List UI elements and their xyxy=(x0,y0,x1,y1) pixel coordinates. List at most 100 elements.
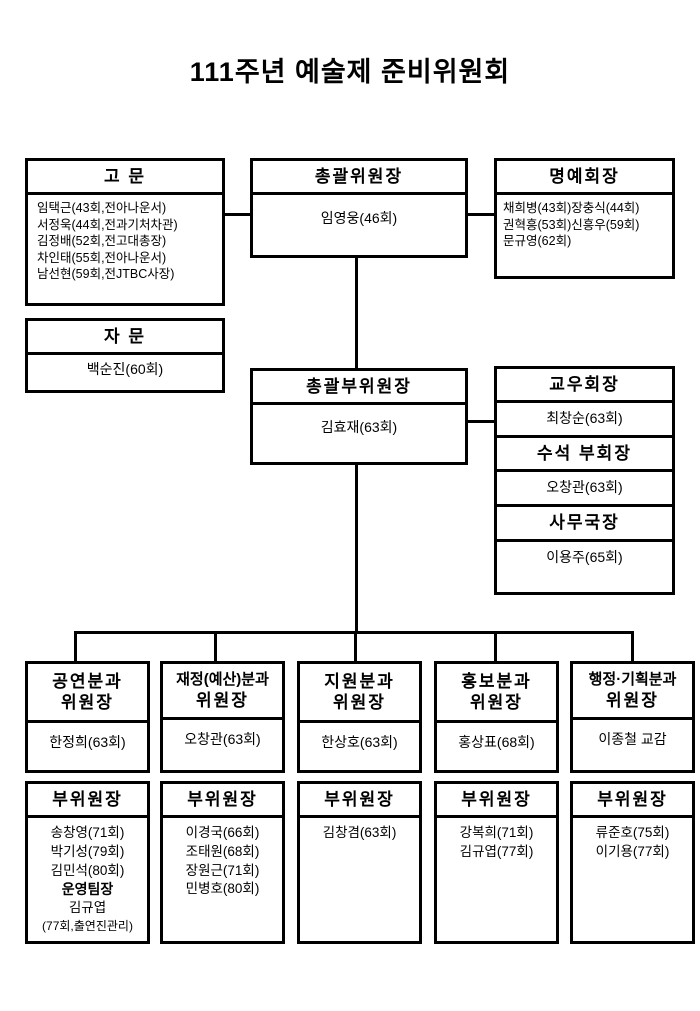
counsel-box: 자 문 백순진(60회) xyxy=(25,318,225,393)
division-chair-box-2: 재정(예산)분과 위원장 오창관(63회) xyxy=(160,661,285,773)
division-chair-name: 오창관(63회) xyxy=(184,731,261,747)
connector-chief-honorary xyxy=(468,213,494,216)
division-header-line2: 위원장 xyxy=(61,693,114,713)
division-vice-box-3: 부위원장 김창겸(63회) xyxy=(297,781,422,944)
division-drop-4 xyxy=(494,631,497,661)
division-header-4: 홍보분과 위원장 xyxy=(437,664,556,723)
division-extra-member: 김규엽 xyxy=(68,900,107,916)
division-header-3: 지원분과 위원장 xyxy=(300,664,419,723)
senior-vice-header: 수석 부회장 xyxy=(497,435,672,473)
connector-vicechief-bus-vertical xyxy=(355,465,358,633)
secretary-members: 이용주(65회) xyxy=(497,542,672,574)
division-vice-header-5: 부위원장 xyxy=(573,784,692,819)
division-header-1: 공연분과 위원장 xyxy=(28,664,147,723)
secretary-header: 사무국장 xyxy=(497,504,672,542)
division-drop-5 xyxy=(631,631,634,661)
division-header-2: 재정(예산)분과 위원장 xyxy=(163,664,282,720)
vicechief-member: 김효재(63회) xyxy=(320,419,398,436)
division-vice-member: 김규엽(77회) xyxy=(459,843,534,859)
division-vice-members-4: 강복희(71회) 김규엽(77회) xyxy=(437,818,556,866)
division-chair-name: 한상호(63회) xyxy=(321,733,398,750)
senior-vice-member: 오창관(63회) xyxy=(546,479,623,496)
division-header-line2: 위원장 xyxy=(606,690,659,710)
division-extra-member: (77회,출연진관리) xyxy=(42,919,133,934)
division-vice-box-1: 부위원장 송창영(71회) 박기성(79회) 김민석(80회) 운영팀장 김규엽… xyxy=(25,781,150,944)
chief-member: 임영웅(46회) xyxy=(320,210,398,227)
chief-header: 총괄위원장 xyxy=(253,161,465,196)
alumni-head-header: 교우회장 xyxy=(497,369,672,404)
division-vice-members-1: 송창영(71회) 박기성(79회) 김민석(80회) 운영팀장 김규엽 (77회… xyxy=(28,818,147,939)
connector-chief-vicechief xyxy=(355,258,358,368)
division-chair-5: 이종철 교감 xyxy=(573,720,692,754)
vicechief-box: 총괄부위원장 김효재(63회) xyxy=(250,368,468,465)
advisor-member: 임택근(43회,전아나운서) xyxy=(37,201,167,216)
division-header-line1: 홍보분과 xyxy=(461,672,532,691)
counsel-member: 백순진(60회) xyxy=(86,361,164,378)
advisor-member: 남선현(59회,전JTBC사장) xyxy=(37,267,175,282)
division-vice-member: 류준호(75회) xyxy=(595,825,670,841)
division-header-line1: 지원분과 xyxy=(324,672,395,691)
alumni-head-members: 최창순(63회) xyxy=(497,403,672,435)
right-column-box: 교우회장 최창순(63회) 수석 부회장 오창관(63회) 사무국장 이용주(6… xyxy=(494,366,675,595)
division-chair-3: 한상호(63회) xyxy=(300,723,419,757)
vicechief-header: 총괄부위원장 xyxy=(253,371,465,406)
vicechief-members: 김효재(63회) xyxy=(253,405,465,442)
division-drop-1 xyxy=(74,631,77,661)
chief-members: 임영웅(46회) xyxy=(253,195,465,233)
division-vice-member: 김민석(80회) xyxy=(50,862,125,878)
division-vice-header-2: 부위원장 xyxy=(163,784,282,819)
honorary-member: 권혁흥(53회)신흥우(59회) xyxy=(503,217,640,232)
division-vice-member: 이경국(66회) xyxy=(185,825,260,841)
division-vice-members-3: 김창겸(63회) xyxy=(300,818,419,848)
division-vice-members-2: 이경국(66회) 조태원(68회) 장원근(71회) 민병호(80회) xyxy=(163,818,282,904)
page-title: 111주년 예술제 준비위원회 xyxy=(189,57,511,87)
senior-vice-members: 오창관(63회) xyxy=(497,472,672,504)
division-vice-member: 송창영(71회) xyxy=(50,825,125,841)
division-header-line2: 위원장 xyxy=(196,690,249,710)
advisor-members: 임택근(43회,전아나운서) 서정욱(44회,전과기처차관) 김정배(52회,전… xyxy=(28,195,222,288)
division-chair-name: 홍상표(68회) xyxy=(458,733,535,750)
division-header-line1: 재정(예산)분과 xyxy=(176,671,269,688)
honorary-member: 문규영(62회) xyxy=(503,234,572,249)
honorary-box: 명예회장 채희병(43회)장충식(44회) 권혁흥(53회)신흥우(59회) 문… xyxy=(494,158,675,279)
division-vice-members-5: 류준호(75회) 이기용(77회) xyxy=(573,818,692,866)
division-vice-member: 민병호(80회) xyxy=(185,881,260,897)
division-header-line1: 공연분과 xyxy=(52,672,123,691)
division-chair-box-3: 지원분과 위원장 한상호(63회) xyxy=(297,661,422,773)
secretary-member: 이용주(65회) xyxy=(546,548,623,565)
advisor-member: 김정배(52회,전고대총장) xyxy=(37,234,167,249)
division-vice-header-4: 부위원장 xyxy=(437,784,556,819)
division-extra-label: 운영팀장 xyxy=(61,881,114,898)
division-vice-box-2: 부위원장 이경국(66회) 조태원(68회) 장원근(71회) 민병호(80회) xyxy=(160,781,285,944)
honorary-header: 명예회장 xyxy=(497,161,672,196)
division-chair-box-4: 홍보분과 위원장 홍상표(68회) xyxy=(434,661,559,773)
counsel-header: 자 문 xyxy=(28,321,222,356)
division-vice-box-5: 부위원장 류준호(75회) 이기용(77회) xyxy=(570,781,695,944)
division-vice-member: 박기성(79회) xyxy=(50,843,125,859)
division-drop-3 xyxy=(354,631,357,661)
division-chair-box-5: 행정·기획분과 위원장 이종철 교감 xyxy=(570,661,695,773)
division-vice-header-1: 부위원장 xyxy=(28,784,147,819)
chief-box: 총괄위원장 임영웅(46회) xyxy=(250,158,468,258)
advisor-header: 고 문 xyxy=(28,161,222,196)
advisor-member: 차인태(55회,전아나운서) xyxy=(37,250,167,265)
division-vice-member: 이기용(77회) xyxy=(595,843,670,859)
division-vice-member: 강복희(71회) xyxy=(459,825,534,841)
division-vice-box-4: 부위원장 강복희(71회) 김규엽(77회) xyxy=(434,781,559,944)
division-header-line1: 행정·기획분과 xyxy=(588,671,677,688)
division-vice-header-3: 부위원장 xyxy=(300,784,419,819)
division-chair-name: 한정희(63회) xyxy=(49,733,126,750)
division-vice-member: 조태원(68회) xyxy=(185,843,260,859)
alumni-head-member: 최창순(63회) xyxy=(546,410,623,427)
advisor-member: 서정욱(44회,전과기처차관) xyxy=(37,217,178,232)
division-header-line2: 위원장 xyxy=(470,693,523,713)
honorary-members: 채희병(43회)장충식(44회) 권혁흥(53회)신흥우(59회) 문규영(62… xyxy=(497,195,672,255)
honorary-member: 채희병(43회)장충식(44회) xyxy=(503,201,640,216)
division-chair-1: 한정희(63회) xyxy=(28,723,147,757)
advisor-box: 고 문 임택근(43회,전아나운서) 서정욱(44회,전과기처차관) 김정배(5… xyxy=(25,158,225,306)
division-vice-member: 장원근(71회) xyxy=(185,862,260,878)
division-chair-name: 이종철 교감 xyxy=(598,731,667,747)
division-chair-2: 오창관(63회) xyxy=(163,720,282,754)
division-drop-2 xyxy=(214,631,217,661)
division-vice-member: 김창겸(63회) xyxy=(322,825,397,841)
